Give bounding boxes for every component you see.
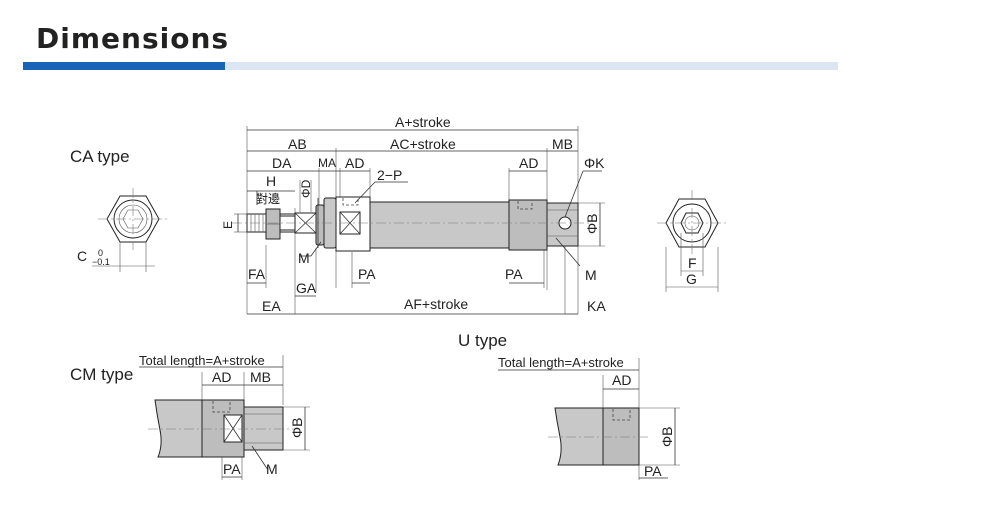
dim-c-tol-upper: 0: [98, 248, 103, 258]
dim-m-ca-rear: M: [585, 267, 597, 283]
title-underline: [225, 62, 838, 70]
wrench-flat-label: 對邊: [256, 192, 280, 206]
dim-ma: MA: [318, 156, 336, 170]
cm-end-view: [139, 355, 310, 480]
ca-type-label: CA type: [70, 147, 130, 166]
dim-pa-u: PA: [644, 463, 662, 479]
dim-e: E: [221, 221, 235, 229]
u-end-view: [498, 358, 680, 480]
dim-a-stroke: A+stroke: [395, 114, 451, 130]
dim-ad-ca-front: AD: [345, 155, 364, 171]
dim-pa-ca-rear: PA: [505, 266, 523, 282]
ca-hex-end-view-right: [657, 190, 728, 292]
dim-pa-ca-front: PA: [358, 266, 376, 282]
dim-c-tol-lower: −0.1: [92, 257, 110, 267]
dim-phi-k: ΦK: [584, 155, 605, 171]
cm-type-label: CM type: [70, 365, 133, 384]
dim-mb-cm: MB: [250, 369, 271, 385]
title-underline-accent: [23, 62, 225, 70]
dim-m-cm: M: [266, 461, 278, 477]
dim-phi-b-ca: ΦB: [584, 213, 600, 234]
dim-da: DA: [272, 155, 292, 171]
ca-hex-end-view: [92, 188, 168, 272]
dim-pa-cm: PA: [223, 461, 241, 477]
dim-g: G: [686, 271, 697, 287]
ca-cylinder-side-view: [232, 126, 605, 315]
dim-c: C: [77, 248, 87, 264]
dim-ea: EA: [262, 298, 281, 314]
dim-ad-u: AD: [612, 372, 631, 388]
dim-ad-ca-rear: AD: [519, 155, 538, 171]
page-title: Dimensions: [36, 22, 230, 55]
dim-f: F: [688, 255, 697, 271]
dim-ad-cm: AD: [212, 369, 231, 385]
dim-phi-b-cm: ΦB: [289, 417, 305, 438]
dim-ac-stroke: AC+stroke: [390, 136, 456, 152]
u-total-length: Total length=A+stroke: [498, 355, 624, 370]
dim-fa: FA: [248, 266, 266, 282]
dim-phi-b-u: ΦB: [659, 426, 675, 447]
cm-total-length: Total length=A+stroke: [139, 353, 265, 368]
dim-ga: GA: [296, 280, 317, 296]
dim-m-ca-front: M: [298, 250, 310, 266]
dim-ab: AB: [288, 136, 307, 152]
dim-mb: MB: [552, 136, 573, 152]
dim-af-stroke: AF+stroke: [404, 296, 468, 312]
dim-ka: KA: [587, 298, 606, 314]
u-type-label: U type: [458, 331, 507, 350]
dim-phi-d: ΦD: [299, 179, 313, 198]
dim-h: H: [266, 173, 276, 189]
dim-2-p: 2−P: [377, 167, 402, 183]
